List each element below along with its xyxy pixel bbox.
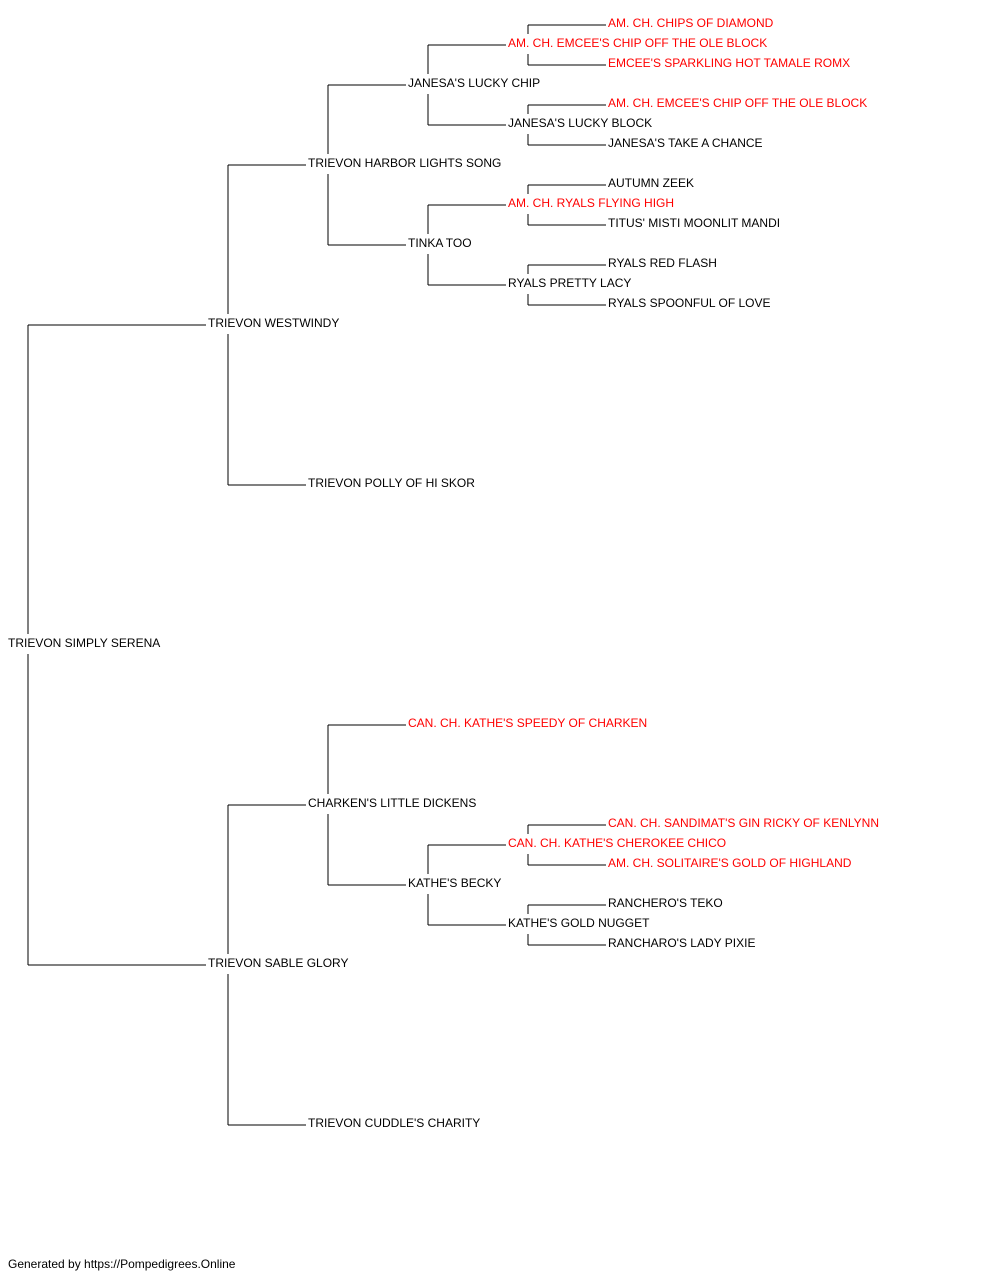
ancestor-name-dam-sire-dam: KATHE'S BECKY xyxy=(408,876,501,890)
ancestor-name-sire-sire-sire-dam-sire: AM. CH. EMCEE'S CHIP OFF THE OLE BLOCK xyxy=(608,96,867,110)
ancestor-name-sire: TRIEVON WESTWINDY xyxy=(208,316,339,330)
ancestor-name-sire-sire-sire-dam-dam: JANESA'S TAKE A CHANCE xyxy=(608,136,763,150)
ancestor-name-dam-sire-dam-dam-sire: RANCHERO'S TEKO xyxy=(608,896,723,910)
ancestor-name-dam-sire-dam-dam: KATHE'S GOLD NUGGET xyxy=(508,916,650,930)
ancestor-name-sire-sire-sire-sire-dam: EMCEE'S SPARKLING HOT TAMALE ROMX xyxy=(608,56,850,70)
ancestor-name-sire-sire-dam-dam-dam: RYALS SPOONFUL OF LOVE xyxy=(608,296,771,310)
ancestor-name-sire-sire-dam: TINKA TOO xyxy=(408,236,472,250)
ancestor-name-sire-sire-dam-dam: RYALS PRETTY LACY xyxy=(508,276,631,290)
ancestor-name-dam-sire-sire: CAN. CH. KATHE'S SPEEDY OF CHARKEN xyxy=(408,716,647,730)
ancestor-name-sire-sire-dam-sire-sire: AUTUMN ZEEK xyxy=(608,176,694,190)
footer-credit: Generated by https://Pompedigrees.Online xyxy=(8,1257,236,1271)
ancestor-name-sire-sire-sire-sire: AM. CH. EMCEE'S CHIP OFF THE OLE BLOCK xyxy=(508,36,767,50)
ancestor-name-sire-dam: TRIEVON POLLY OF HI SKOR xyxy=(308,476,475,490)
ancestor-name-sire-sire: TRIEVON HARBOR LIGHTS SONG xyxy=(308,156,501,170)
ancestor-name-sire-sire-dam-sire: AM. CH. RYALS FLYING HIGH xyxy=(508,196,674,210)
ancestor-name-dam-dam: TRIEVON CUDDLE'S CHARITY xyxy=(308,1116,480,1130)
ancestor-name-dam-sire: CHARKEN'S LITTLE DICKENS xyxy=(308,796,476,810)
ancestor-name-sire-sire-sire-sire-sire: AM. CH. CHIPS OF DIAMOND xyxy=(608,16,774,30)
ancestor-name-dam-sire-dam-sire: CAN. CH. KATHE'S CHEROKEE CHICO xyxy=(508,836,726,850)
ancestor-name-sire-sire-dam-dam-sire: RYALS RED FLASH xyxy=(608,256,717,270)
subject-dog-name: TRIEVON SIMPLY SERENA xyxy=(8,636,160,650)
ancestor-name-dam-sire-dam-dam-dam: RANCHARO'S LADY PIXIE xyxy=(608,936,755,950)
ancestor-name-dam: TRIEVON SABLE GLORY xyxy=(208,956,349,970)
ancestor-name-sire-sire-sire: JANESA'S LUCKY CHIP xyxy=(408,76,540,90)
ancestor-name-sire-sire-dam-sire-dam: TITUS' MISTI MOONLIT MANDI xyxy=(608,216,780,230)
ancestor-name-sire-sire-sire-dam: JANESA'S LUCKY BLOCK xyxy=(508,116,652,130)
ancestor-name-dam-sire-dam-sire-sire: CAN. CH. SANDIMAT'S GIN RICKY OF KENLYNN xyxy=(608,816,879,830)
ancestor-name-dam-sire-dam-sire-dam: AM. CH. SOLITAIRE'S GOLD OF HIGHLAND xyxy=(608,856,852,870)
